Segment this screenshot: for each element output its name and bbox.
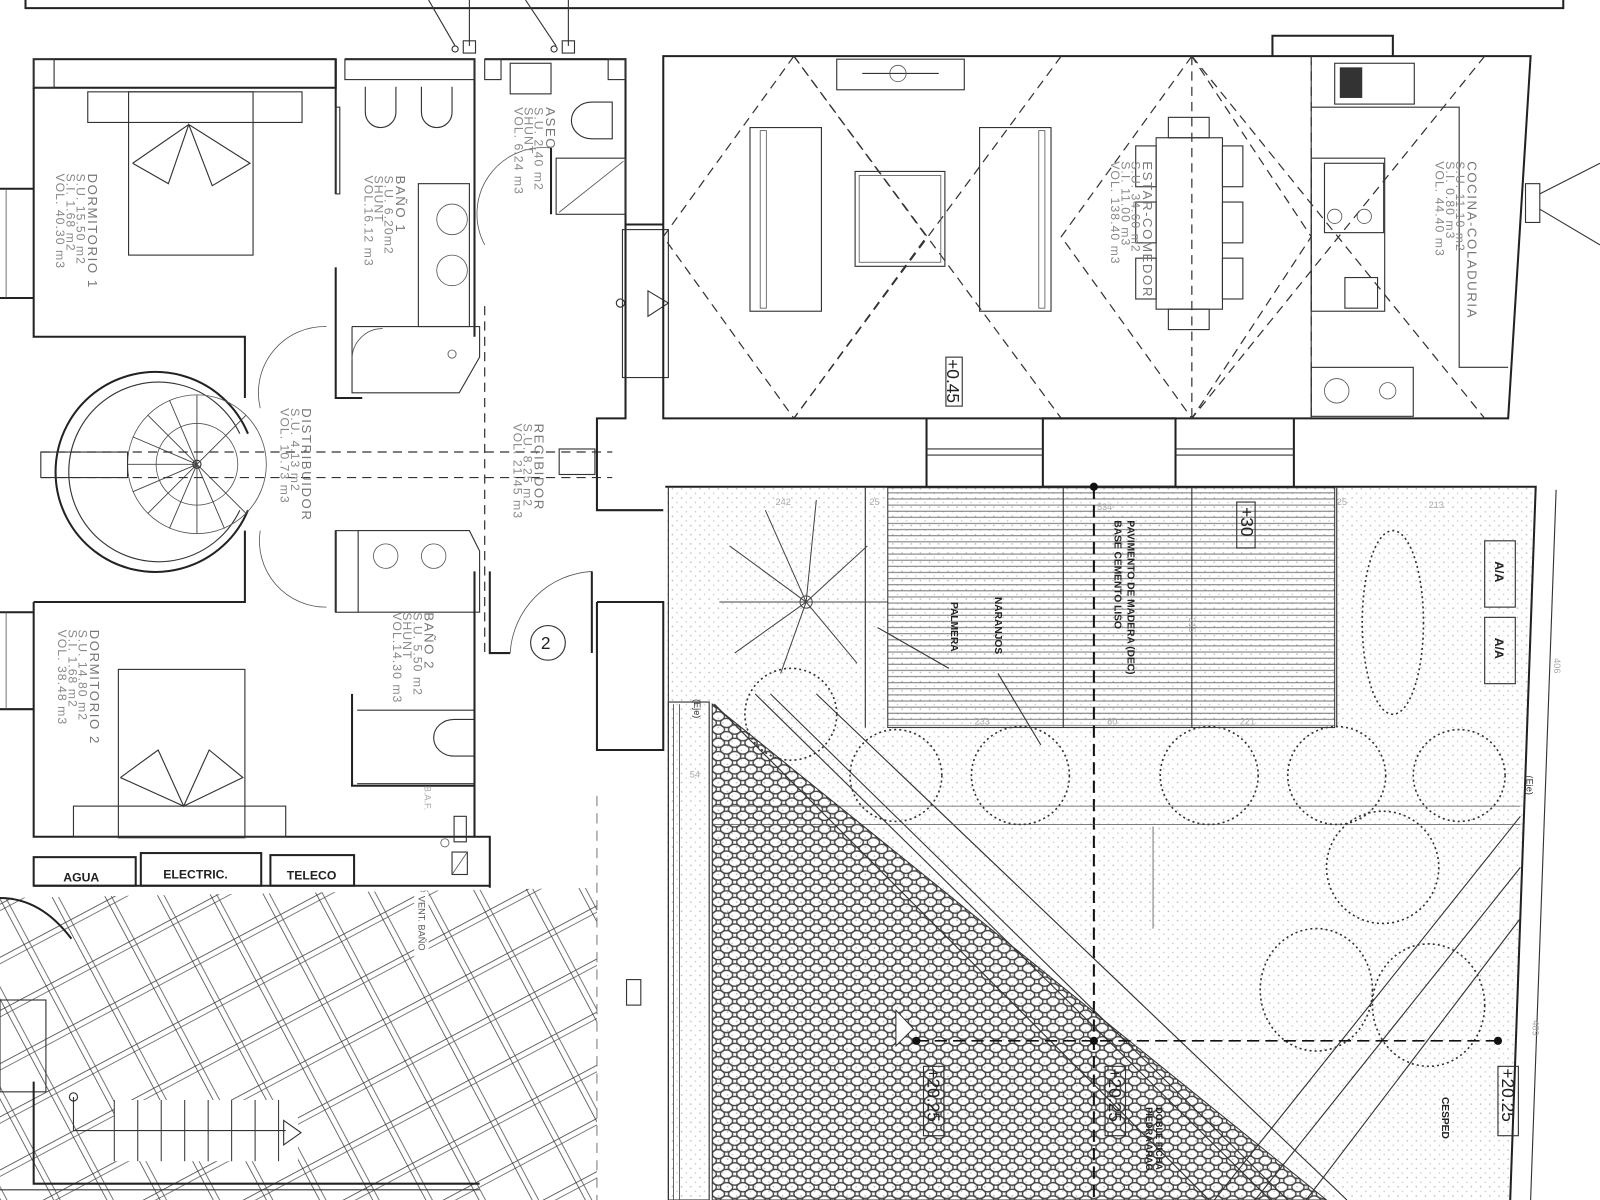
svg-text:S.U. 14.80 m2: S.U. 14.80 m2 [76, 630, 90, 721]
baf-label: B.A.F. [422, 786, 432, 810]
vent-label: VENT. BAÑO [416, 896, 426, 951]
svg-text:S.I. 1.68 m2: S.I. 1.68 m2 [63, 173, 77, 251]
room-label-dormitorio-2: DORMITORIO 2 S.U. 14.80 m2 S.I. 1.68 m2 … [55, 630, 102, 745]
dimension: 80 [1107, 716, 1117, 726]
svg-text:VOL. 6.24 m3: VOL. 6.24 m3 [511, 107, 525, 195]
garden: +30 PAVIMENTO DE MADERA (DEC) BASE CEMEN… [665, 482, 1562, 1200]
room-label-bano-2: BAÑO 2 S.U. 5.50 m2 SHUNT VOL.14.30 m3 [390, 612, 437, 703]
room-label-recibidor: RECIBIDOR S.U. 8.25 m2 VOL. 21.45 m3 [510, 423, 546, 519]
dimension: 54 [690, 770, 700, 780]
dimension: 406 [1552, 658, 1562, 673]
floor-label-2: BASE CEMENTO LISO [1111, 520, 1122, 629]
svg-text:SHUNT: SHUNT [521, 107, 535, 154]
dimension: 25 [869, 497, 879, 507]
svg-text:SHUNT: SHUNT [371, 176, 385, 223]
svg-text:S.U. 5.50 m2: S.U. 5.50 m2 [410, 612, 424, 696]
utility-water-label: AGUA [63, 871, 99, 885]
wooden-deck [887, 487, 1336, 729]
svg-text:S.U. 34.60 m2: S.U. 34.60 m2 [1129, 161, 1143, 252]
svg-text:VOL.14.30 m3: VOL.14.30 m3 [390, 612, 404, 703]
svg-text:S.U. 15.50 m2: S.U. 15.50 m2 [74, 173, 88, 264]
svg-text:S.U. 8.25 m2: S.U. 8.25 m2 [520, 423, 534, 507]
svg-text:ASEO: ASEO [543, 107, 558, 150]
svg-text:COCINA-COLADURIA: COCINA-COLADURIA [1464, 161, 1479, 319]
palm-label: PALMERA [948, 602, 959, 652]
diagonal-path [712, 693, 1521, 1200]
left-wing-walls: 2 [0, 58, 670, 888]
dimension: 489 [1531, 1020, 1541, 1035]
lawn-label: CESPED [1439, 1097, 1450, 1139]
svg-text:BAÑO 2: BAÑO 2 [421, 612, 436, 670]
room-label-estar-comedor: ESTAR-COMEDOR S.U. 34.60 m2 S.I. 11.00 m… [1108, 161, 1155, 298]
svg-text:S.I. 11.00 m3: S.I. 11.00 m3 [1118, 161, 1132, 246]
elevation-garden-3: +20.25 [1498, 1068, 1518, 1121]
porch [925, 417, 1295, 488]
svg-text:DORMITORIO 1: DORMITORIO 1 [85, 173, 100, 288]
svg-text:ESTAR-COMEDOR: ESTAR-COMEDOR [1140, 161, 1155, 298]
utility-electric-label: ELECTRIC. [163, 868, 228, 882]
orange-trees-label: NARANJOS [992, 597, 1003, 654]
svg-text:VOL. 138.40 m3: VOL. 138.40 m3 [1108, 161, 1122, 264]
svg-text:RECIBIDOR: RECIBIDOR [532, 423, 547, 510]
ac-unit-2: A/A [1492, 638, 1506, 659]
room-label-cocina-coladuria: COCINA-COLADURIA S.U. 11.10 m2 S.I. 0.80… [1433, 161, 1480, 319]
svg-text:VOL. 38.48 m3: VOL. 38.48 m3 [55, 630, 69, 726]
dimension: 534 [1097, 502, 1112, 512]
svg-text:S.U. 11.10 m2: S.U. 11.10 m2 [1453, 161, 1467, 252]
svg-text:DISTRIBUIDOR: DISTRIBUIDOR [299, 408, 314, 521]
utility-telecom-label: TELECO [287, 869, 337, 883]
ac-unit-1: A/A [1492, 561, 1506, 582]
svg-text:SHUNT: SHUNT [400, 612, 414, 659]
svg-text:S.U. 6.20m2: S.U. 6.20m2 [382, 176, 396, 255]
gravel-area [711, 703, 1328, 1200]
floor-label-1: PAVIMENTO DE MADERA (DEC) [1125, 520, 1136, 674]
door-number: 2 [541, 633, 551, 653]
site-boundary-top [24, 0, 1565, 54]
svg-text:VOL. 44.40 m3: VOL. 44.40 m3 [1433, 161, 1447, 257]
room-label-distribuidor: DISTRIBUIDOR S.U. 4.13 m2 VOL. 10.73 m3 [278, 408, 314, 521]
spiral-staircase [40, 370, 267, 573]
elevation-garden-2: +20.25 [1105, 1068, 1125, 1121]
paving-label-1: DOBLE FICHA [1154, 1107, 1164, 1170]
svg-text:S.U. 4.13 m2: S.U. 4.13 m2 [288, 408, 302, 492]
svg-text:VOL. 10.73 m3: VOL. 10.73 m3 [278, 408, 292, 504]
dimension: 233 [974, 716, 989, 726]
vent-annotation: VENT. BAÑO [414, 891, 429, 960]
dimension: 213 [1429, 500, 1444, 510]
svg-text:DORMITORIO 2: DORMITORIO 2 [87, 630, 102, 745]
room-labels: DORMITORIO 1 S.U. 15.50 m2 S.I. 1.68 m2 … [53, 107, 1479, 745]
room-label-aseo: ASEO S.U. 2.40 m2 SHUNT VOL. 6.24 m3 [511, 107, 558, 195]
room-label-dormitorio-1: DORMITORIO 1 S.U. 15.50 m2 S.I. 1.68 m2 … [53, 173, 100, 288]
dimension: 315 [1187, 617, 1197, 632]
dimension: 221 [1240, 716, 1255, 726]
shrubs [1259, 529, 1486, 1068]
svg-text:VOL. 21.45 m3: VOL. 21.45 m3 [510, 423, 524, 519]
elevation-living: +0.45 [943, 359, 963, 403]
svg-text:S.U. 2.40 m2: S.U. 2.40 m2 [532, 107, 546, 191]
lower-level-grid [0, 795, 642, 1200]
dimension: 25 [1337, 497, 1347, 507]
elevation-deck: +30 [1237, 507, 1257, 536]
elevation-garden-1: +20.25 [924, 1068, 944, 1121]
svg-text:S.I. 0.80 m3: S.I. 0.80 m3 [1443, 161, 1457, 239]
utility-meters: AGUA ELECTRIC. TELECO B.A.F. [32, 786, 490, 887]
axis-label-2: (Eje) [1525, 776, 1535, 795]
room-label-bano-1: BAÑO 1 S.U. 6.20m2 SHUNT VOL.16.12 m3 [361, 176, 408, 267]
svg-text:S.I. 1.68 m2: S.I. 1.68 m2 [65, 630, 79, 708]
orange-trees [744, 667, 1506, 826]
svg-text:VOL.16.12 m3: VOL.16.12 m3 [361, 176, 375, 267]
paving-label-2: PIEDRA ARAG. [1144, 1107, 1154, 1173]
palm-tree [719, 499, 888, 674]
svg-text:VOL. 40.30 m3: VOL. 40.30 m3 [53, 173, 67, 269]
axis-label-1: (Eje) [692, 699, 702, 718]
dimension: 242 [776, 497, 791, 507]
living-wing: +0.45 [662, 34, 1600, 420]
svg-text:BAÑO 1: BAÑO 1 [393, 176, 408, 234]
